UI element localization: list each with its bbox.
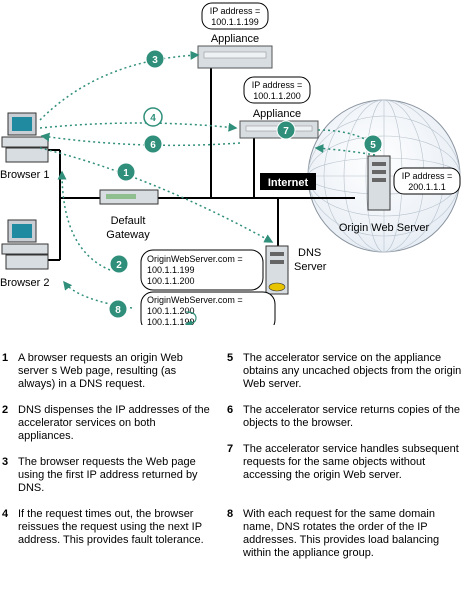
badge-4: 4	[143, 107, 163, 127]
default-gateway: Default Gateway	[99, 189, 159, 241]
svg-text:OriginWebServer.com =: OriginWebServer.com =	[147, 254, 243, 264]
svg-text:IP address =: IP address =	[210, 6, 261, 16]
step-text: The accelerator service returns copies o…	[243, 404, 461, 429]
step-text: The accelerator service handles subseque…	[243, 443, 459, 481]
step-text: With each request for the same domain na…	[243, 508, 440, 559]
badge-2: 2	[109, 254, 129, 274]
step-number: 5	[227, 352, 234, 364]
step-number: 6	[227, 404, 234, 416]
step-number: 4	[2, 508, 9, 520]
dns-response-box-2: OriginWebServer.com = 100.1.1.200 100.1.…	[140, 291, 276, 325]
browser1-computer: Browser 1	[0, 112, 50, 181]
step-number: 8	[227, 508, 234, 520]
arrow-step-5-return	[314, 144, 376, 156]
step-text: DNS dispenses the IP addresses of the ac…	[18, 404, 210, 442]
badge-1: 1	[116, 162, 136, 182]
step-2: 2 DNS dispenses the IP addresses of the …	[2, 404, 214, 443]
svg-text:200.1.1.1: 200.1.1.1	[408, 182, 446, 192]
svg-text:Gateway: Gateway	[106, 229, 150, 241]
svg-text:1: 1	[123, 168, 129, 179]
svg-text:Internet: Internet	[268, 177, 309, 189]
badge-7: 7	[276, 120, 296, 140]
svg-text:Appliance: Appliance	[211, 33, 259, 45]
origin-web-server: IP address = 200.1.1.1 Origin Web Server	[339, 155, 461, 234]
svg-text:7: 7	[283, 126, 289, 137]
step-8: 8 With each request for the same domain …	[227, 508, 462, 560]
badge-3: 3	[145, 49, 165, 69]
svg-text:IP address =: IP address =	[402, 171, 453, 181]
dns-response-box-1: OriginWebServer.com = 100.1.1.199 100.1.…	[140, 249, 264, 291]
svg-text:100.1.1.200: 100.1.1.200	[147, 276, 195, 286]
step-5: 5 The accelerator service on the applian…	[227, 352, 462, 391]
svg-text:Browser 2: Browser 2	[0, 277, 50, 289]
svg-text:Default: Default	[111, 215, 146, 227]
browser2-computer: Browser 2	[0, 219, 50, 289]
svg-text:4: 4	[150, 113, 156, 124]
dns-server: DNS Server	[265, 245, 327, 295]
step-1: 1 A browser requests an origin Web serve…	[2, 352, 214, 391]
arrow-step-8	[63, 280, 133, 309]
step-number: 2	[2, 404, 9, 416]
step-4: 4 If the request times out, the browser …	[2, 508, 214, 547]
appliance-top: IP address = 100.1.1.199 Appliance	[197, 2, 273, 69]
network-diagram: Internet IP address = 100.1.1.199 Applia…	[0, 2, 461, 325]
step-text: The browser requests the Web page using …	[18, 456, 198, 494]
arrow-step-1	[39, 147, 274, 243]
badge-5: 5	[363, 134, 383, 154]
svg-text:100.1.1.199: 100.1.1.199	[211, 17, 259, 27]
step-text: If the request times out, the browser re…	[18, 508, 204, 546]
step-number: 7	[227, 443, 234, 455]
svg-text:2: 2	[116, 260, 122, 271]
step-7: 7 The accelerator service handles subseq…	[227, 443, 462, 482]
svg-text:100.1.1.200: 100.1.1.200	[253, 91, 301, 101]
arrow-step-2	[57, 170, 111, 271]
arrow-step-4	[39, 122, 238, 132]
step-text: A browser requests an origin Web server …	[18, 352, 183, 390]
internet-label: Internet	[260, 173, 316, 190]
rotate-arrow-icon	[184, 311, 197, 325]
svg-text:IP address =: IP address =	[252, 80, 303, 90]
svg-text:Origin Web Server: Origin Web Server	[339, 222, 430, 234]
svg-text:3: 3	[152, 55, 158, 66]
badge-6: 6	[143, 134, 163, 154]
step-badges: 1 2 3 4 5 6 7 8	[108, 49, 383, 319]
svg-text:5: 5	[370, 140, 376, 151]
svg-text:100.1.1.199: 100.1.1.199	[147, 265, 195, 275]
step-3: 3 The browser requests the Web page usin…	[2, 456, 214, 495]
step-6: 6 The accelerator service returns copies…	[227, 404, 462, 430]
svg-text:8: 8	[115, 305, 121, 316]
step-text: The accelerator service on the appliance…	[243, 352, 462, 390]
badge-8: 8	[108, 299, 128, 319]
arrow-step-3	[39, 50, 200, 121]
svg-text:Browser 1: Browser 1	[0, 169, 50, 181]
svg-text:100.1.1.200: 100.1.1.200	[147, 306, 195, 316]
svg-text:Server: Server	[294, 261, 327, 273]
svg-text:Appliance: Appliance	[253, 108, 301, 120]
step-number: 3	[2, 456, 9, 468]
svg-text:6: 6	[150, 140, 156, 151]
svg-text:OriginWebServer.com =: OriginWebServer.com =	[147, 295, 243, 305]
svg-text:DNS: DNS	[298, 247, 321, 259]
svg-text:100.1.1.199: 100.1.1.199	[147, 317, 195, 325]
step-number: 1	[2, 352, 9, 364]
